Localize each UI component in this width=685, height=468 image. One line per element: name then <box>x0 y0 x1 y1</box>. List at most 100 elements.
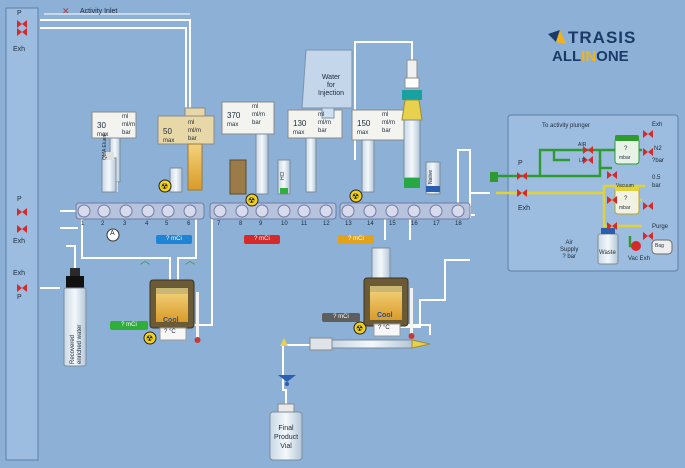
marker-a-icon <box>106 228 120 242</box>
radiation-icon <box>349 189 363 203</box>
manifold-number: 14 <box>367 221 374 227</box>
right-panel-title: To activity plunger <box>542 123 591 129</box>
manifold-valve[interactable] <box>141 204 155 218</box>
manifold-valve[interactable] <box>277 204 291 218</box>
vac-exh-label: Vac Exh <box>628 256 650 262</box>
manifold-valve[interactable] <box>97 204 111 218</box>
pinch-valve[interactable] <box>583 156 593 164</box>
manifold-valve[interactable] <box>161 204 175 218</box>
pinch-valve[interactable] <box>643 202 653 210</box>
reactor-1 <box>149 279 201 343</box>
syringe-5[interactable] <box>351 109 409 193</box>
manifold-valve[interactable] <box>119 204 133 218</box>
air-label: AIR <box>578 142 587 148</box>
pinch-valve[interactable] <box>583 146 593 154</box>
gauge2-unit: mbar <box>619 205 631 211</box>
left-exh-label-mid: Exh <box>13 238 26 245</box>
bar2-label: 0.5 <box>652 175 661 181</box>
syringe-max: max <box>293 130 305 136</box>
manifold-valve[interactable] <box>319 204 333 218</box>
pinch-valve[interactable] <box>17 208 27 216</box>
radiation-icon <box>245 193 259 207</box>
activity-pill-2: ? mCi <box>244 235 280 244</box>
manifold-number: 9 <box>259 221 263 227</box>
pinch-valves <box>17 20 653 292</box>
radiation-icon-glyph: ☢ <box>352 192 359 201</box>
radiation-icon <box>143 331 157 345</box>
manifold-valve[interactable] <box>77 204 91 218</box>
manifold-valve[interactable] <box>297 204 311 218</box>
manifold-valve[interactable] <box>407 204 421 218</box>
gauge1-value: ? <box>624 146 628 152</box>
manifold-valve[interactable] <box>429 204 443 218</box>
pinch-valve[interactable] <box>17 284 27 292</box>
reagent-vial-7 <box>229 159 247 195</box>
manifold-number: 2 <box>101 221 105 227</box>
svg-text:︿: ︿ <box>185 256 195 267</box>
syringe-unit-mlm: ml/m <box>318 120 331 126</box>
left-p-label-mid: P <box>17 196 22 203</box>
marker-a-label: A <box>110 230 115 237</box>
left-p-label-low: P <box>17 294 22 301</box>
syringe-unit-mlm: ml/m <box>122 122 135 128</box>
logo-allinone: ALLINONE <box>552 48 629 65</box>
left-exh-label-low: Exh <box>13 270 26 277</box>
reactor2-temp: ? °C <box>378 325 390 331</box>
manifold-valve[interactable] <box>363 204 377 218</box>
pinch-valve[interactable] <box>607 171 617 179</box>
qma-vial <box>101 157 117 193</box>
left-p-label-top: P <box>17 10 22 17</box>
pinch-valve[interactable] <box>643 130 653 138</box>
manifold-valve[interactable] <box>451 204 465 218</box>
manifold-valve[interactable] <box>183 204 197 218</box>
activity-pill-5: ? mCi <box>322 313 360 322</box>
pinch-valve[interactable] <box>643 148 653 156</box>
manifold-number: 4 <box>145 221 149 227</box>
pinch-valve[interactable] <box>17 20 27 28</box>
pinch-valve[interactable] <box>643 232 653 240</box>
manifold-valve[interactable] <box>385 204 399 218</box>
activity-pill-1: ? mCi <box>156 235 192 244</box>
manifold-valve[interactable] <box>235 204 249 218</box>
manifold-valve[interactable] <box>341 204 355 218</box>
manifold-3 <box>339 202 471 220</box>
manifold-valve[interactable] <box>255 204 269 218</box>
logo-trasis: TRASIS <box>568 28 637 47</box>
syringe-unit-bar: bar <box>382 128 391 134</box>
purge-bag <box>651 239 673 255</box>
syringe-unit-ml: ml <box>318 112 325 118</box>
pinch-valve[interactable] <box>517 189 527 197</box>
syringe-unit-ml: ml <box>188 120 195 126</box>
activity-pill-3: ? mCi <box>338 235 374 244</box>
radiation-icon-glyph: ☢ <box>161 182 168 191</box>
pinch-valve[interactable] <box>607 222 617 230</box>
manifold-valve[interactable] <box>213 204 227 218</box>
radiation-icon <box>158 179 172 193</box>
gauge1-unit: mbar <box>619 155 631 161</box>
right-p-label: P <box>518 160 523 167</box>
syringe-2[interactable] <box>157 107 215 191</box>
radiation-icon-glyph: ☢ <box>146 334 153 343</box>
pinch-valve[interactable] <box>517 172 527 180</box>
lp-label: LP <box>579 158 586 164</box>
waste-bottle <box>597 233 619 265</box>
radiation-icon-glyph: ☢ <box>248 196 255 205</box>
manifold-number: 17 <box>433 221 440 227</box>
pinch-valve[interactable] <box>17 225 27 233</box>
pinch-valve[interactable] <box>607 196 617 204</box>
syringe-unit-ml: ml <box>382 112 389 118</box>
syringe-3[interactable] <box>221 101 275 195</box>
final-product-vial <box>269 403 303 461</box>
syringe-unit-bar: bar <box>122 130 131 136</box>
manifold-number: 3 <box>123 221 127 227</box>
gauge2-label: Vacuum <box>616 183 634 189</box>
manifold-number: 16 <box>411 221 418 227</box>
pinch-valve[interactable] <box>17 28 27 36</box>
trasis-logo-icon <box>548 30 566 44</box>
syringe-max: max <box>357 130 369 136</box>
